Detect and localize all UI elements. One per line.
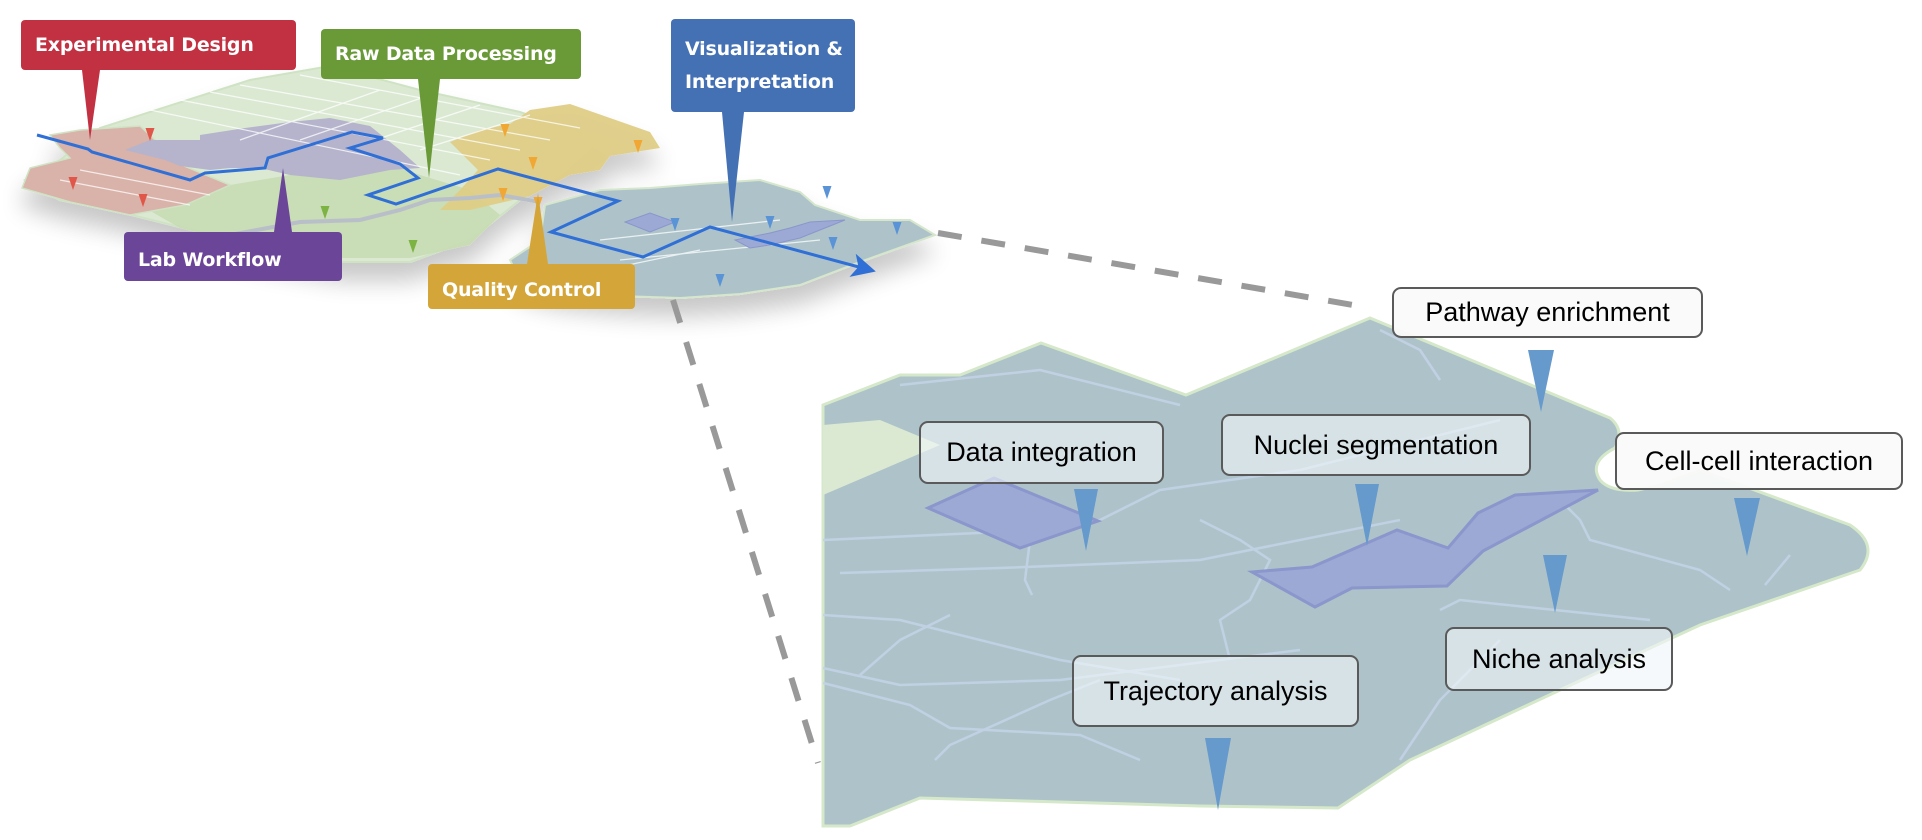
map-pin-icon	[138, 194, 148, 207]
stage-label-text-line1: Visualization &	[685, 38, 843, 60]
detail-label-trajectory-analysis[interactable]: Trajectory analysis	[1072, 655, 1359, 727]
experimental-design-pointer	[82, 70, 100, 140]
stage-label-raw-data-processing[interactable]: Raw Data Processing	[321, 29, 581, 79]
visualization-pointer	[722, 112, 744, 222]
zoom-connector-bottom	[670, 299, 821, 764]
detail-label-text: Data integration	[946, 437, 1137, 467]
map-pin-icon	[633, 140, 643, 153]
detail-label-text: Trajectory analysis	[1103, 675, 1328, 706]
detail-label-cell-cell-interaction[interactable]: Cell-cell interaction	[1615, 432, 1903, 490]
stage-label-text: Raw Data Processing	[335, 43, 557, 65]
detail-label-text: Nuclei segmentation	[1253, 429, 1499, 460]
map-pin-icon	[765, 216, 775, 229]
detail-label-data-integration[interactable]: Data integration	[919, 421, 1164, 484]
detail-label-nuclei-segmentation[interactable]: Nuclei segmentation	[1221, 414, 1531, 476]
map-pin-icon	[670, 218, 680, 231]
map-pin-icon	[1355, 484, 1379, 546]
detail-markers	[1074, 350, 1760, 810]
map-pin-icon	[1205, 738, 1231, 810]
map-pin-icon	[320, 206, 330, 219]
detail-map	[821, 316, 1870, 828]
detail-map-green-patch	[823, 420, 940, 495]
map-pin-icon	[1734, 498, 1760, 556]
stage-label-visualization-interpretation[interactable]: Visualization & Interpretation	[671, 19, 855, 112]
map-pin-icon	[1074, 489, 1098, 551]
map-pin-icon	[498, 188, 508, 201]
detail-label-pathway-enrichment[interactable]: Pathway enrichment	[1392, 287, 1703, 338]
workflow-route	[36, 130, 876, 277]
map-pin-icon	[1528, 350, 1554, 412]
map-pin-icon	[822, 186, 832, 199]
map-pin-icon	[828, 237, 838, 250]
stage-label-text: Quality Control	[442, 279, 602, 301]
raw-data-processing-pointer	[418, 79, 440, 178]
map-pin-icon	[528, 157, 538, 170]
quality-control-pointer	[527, 193, 548, 264]
lab-workflow-pointer	[274, 168, 292, 232]
stage-label-lab-workflow[interactable]: Lab Workflow	[124, 232, 342, 281]
map-pin-icon	[68, 177, 78, 190]
stage-label-text-line2: Interpretation	[685, 71, 835, 93]
detail-region-polygon-2	[1246, 488, 1599, 609]
stage-label-text: Experimental Design	[35, 34, 254, 56]
stage-label-quality-control[interactable]: Quality Control	[428, 264, 635, 309]
detail-label-niche-analysis[interactable]: Niche analysis	[1445, 627, 1673, 691]
map-pin-icon	[715, 274, 725, 287]
detail-label-text: Cell-cell interaction	[1644, 445, 1874, 476]
detail-label-text: Pathway enrichment	[1425, 297, 1670, 327]
overview-river	[229, 192, 541, 237]
stage-label-experimental-design[interactable]: Experimental Design	[21, 20, 296, 70]
detail-label-text: Niche analysis	[1471, 643, 1647, 674]
map-pin-icon	[892, 222, 902, 235]
map-pin-icon	[500, 124, 510, 137]
map-pin-icon	[145, 128, 155, 141]
stage-label-text: Lab Workflow	[138, 249, 282, 271]
detail-region-polygon-1	[924, 476, 1103, 550]
map-pin-icon	[408, 240, 418, 253]
map-pin-icon	[1543, 555, 1567, 613]
zoom-connector-top	[937, 230, 1354, 308]
